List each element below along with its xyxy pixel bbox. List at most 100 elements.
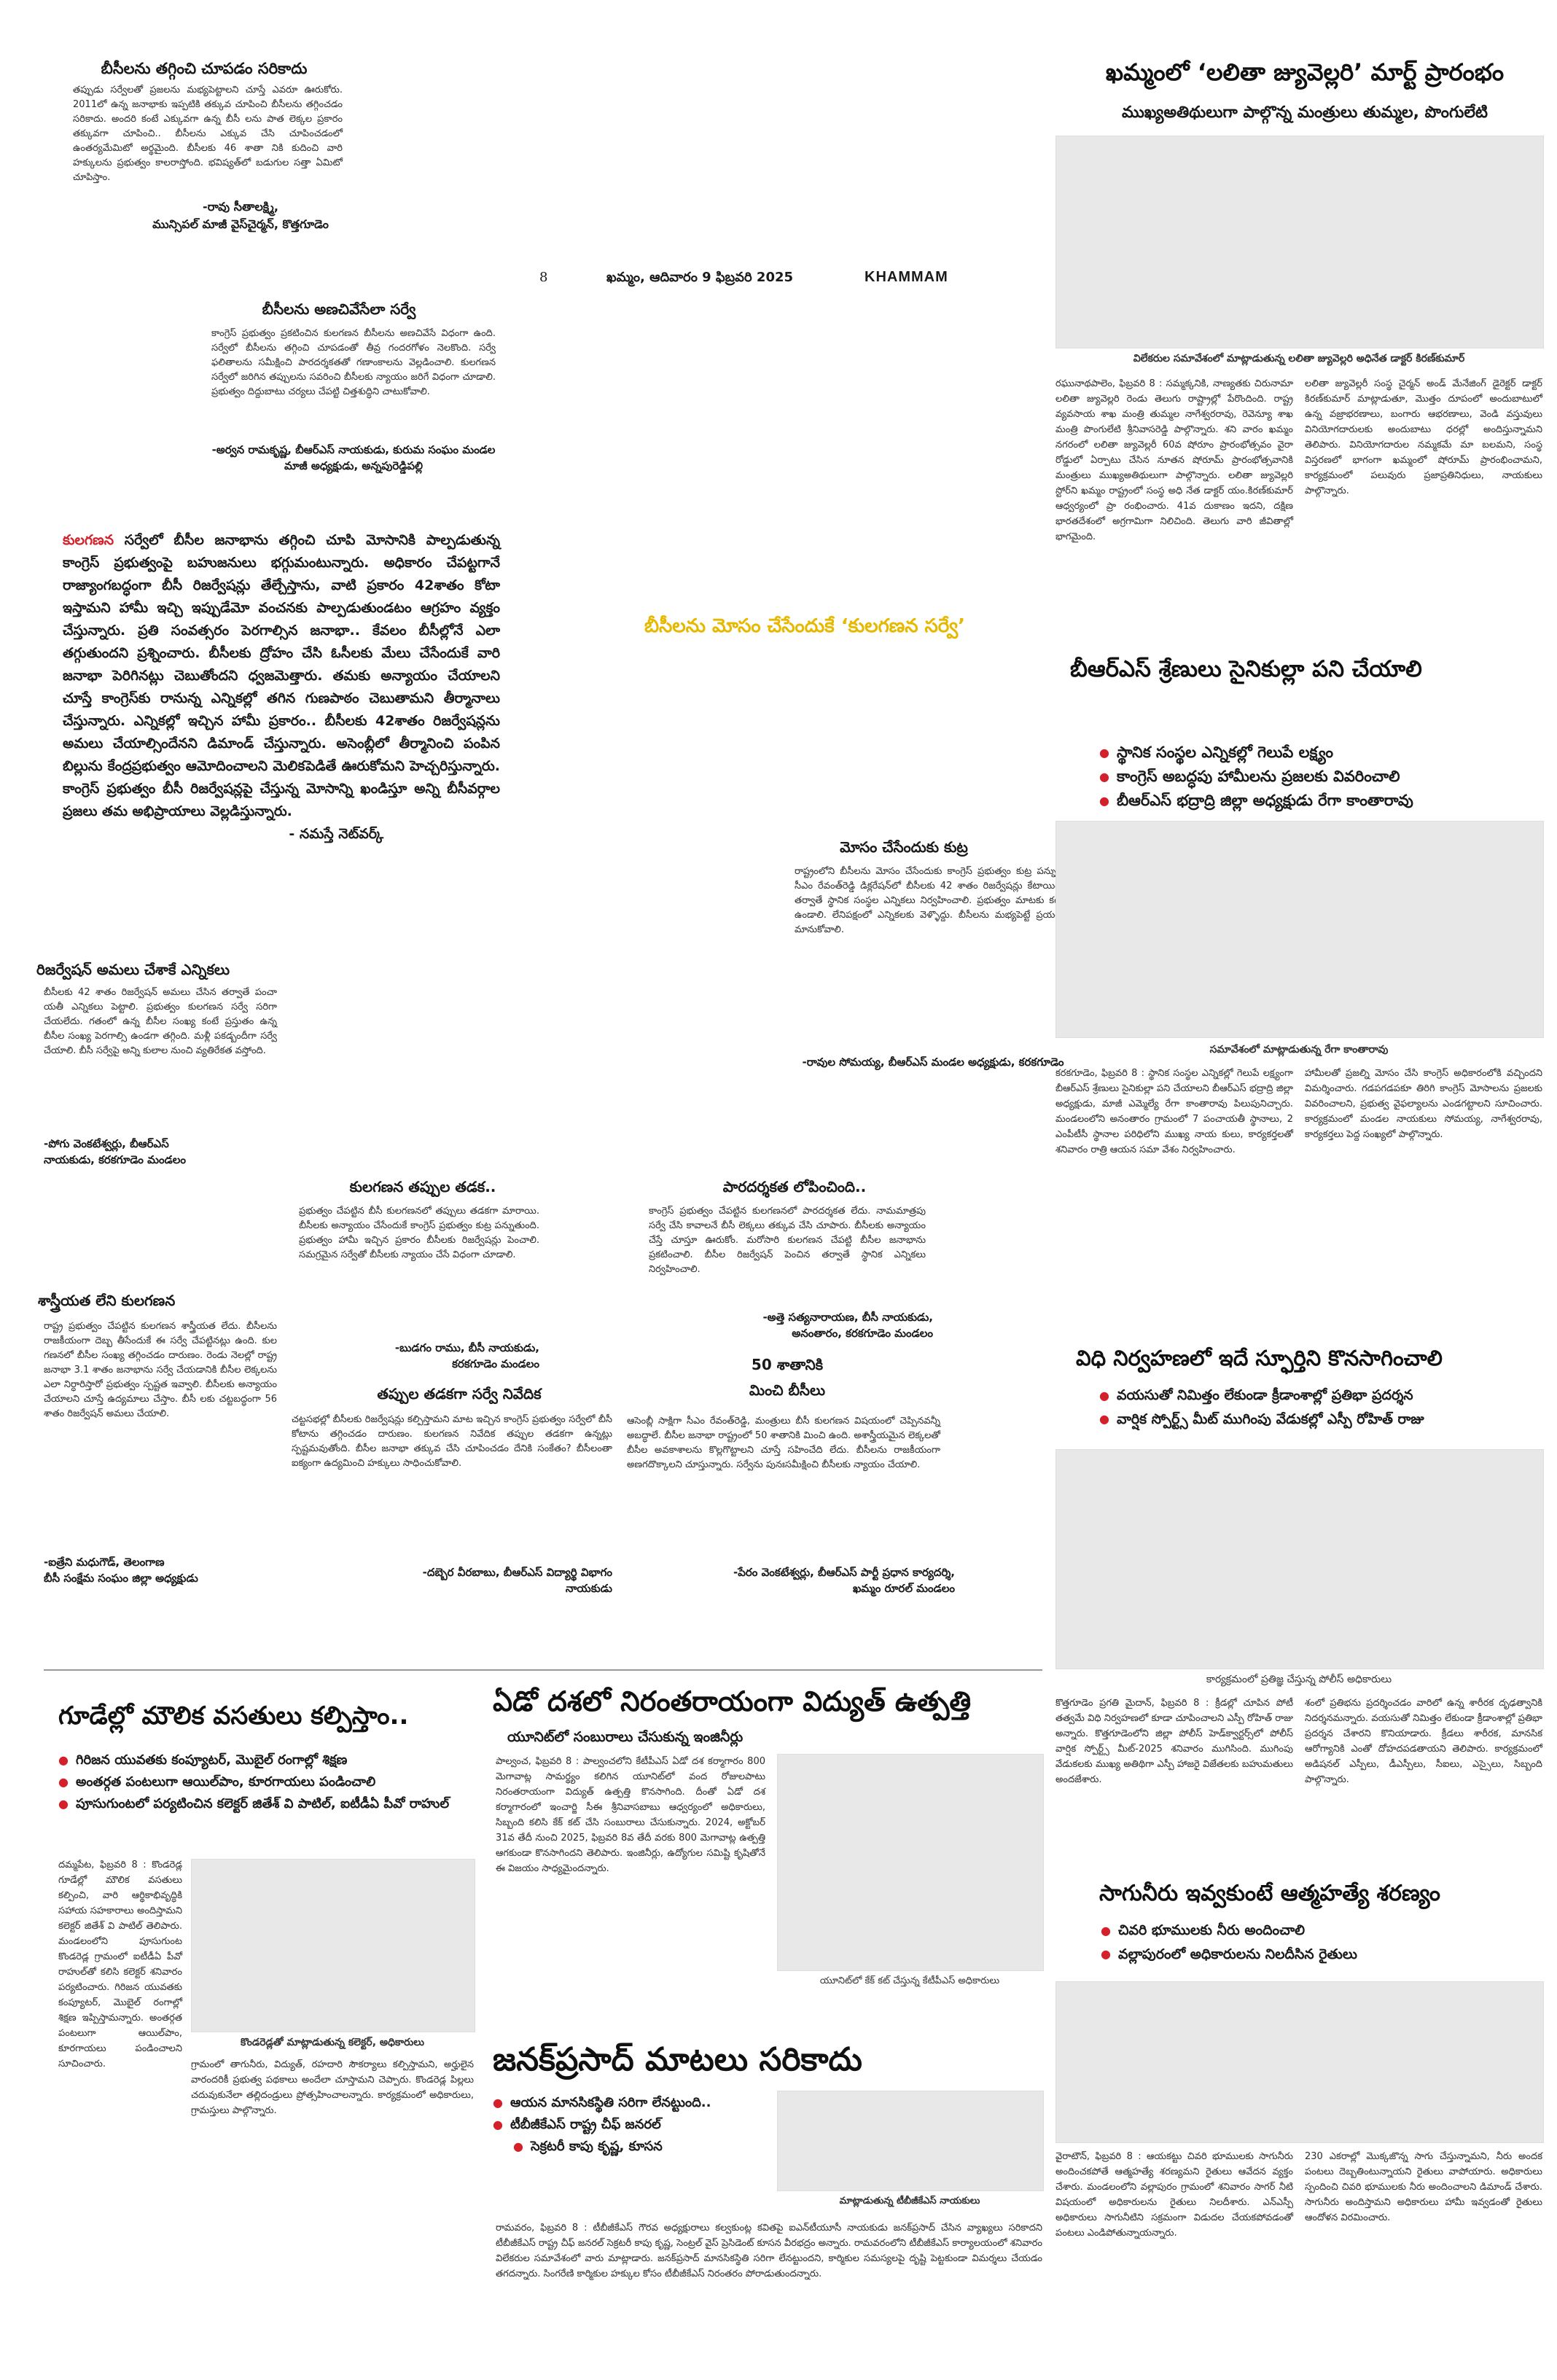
- vidhi-headline: విధి నిర్వహణలో ఇదే స్ఫూర్తిని కొనసాగించా…: [1076, 1346, 1443, 1370]
- page-number: 8: [539, 270, 548, 285]
- janak-bullet-sub: సెక్రటరీ కాపు కృష్ణ, కూసన: [493, 2136, 770, 2158]
- saguneeru-bullet: వల్లాపురంలో అధికారులను నిలదీసిన రైతులు: [1101, 1943, 1545, 1967]
- letter-tappula-body: ప్రభుత్వం చేపట్టిన బీసీ కులగణనలో తప్పులు…: [299, 1206, 539, 1260]
- vidyut-headline: ఏడో దశలో నిరంతరాయంగా విద్యుత్ ఉత్పత్తి: [493, 1685, 972, 1717]
- saguneeru-photo: [1055, 1981, 1544, 2143]
- letter-rizarvation-sign-role: నాయకుడు, కరకగూడెం మండలం: [44, 1153, 186, 1166]
- bottom-divider: [44, 1669, 1042, 1671]
- saguneeru-bullet: చివరి భూములకు నీరు అందించాలి: [1101, 1919, 1545, 1943]
- kulaganana-body: సర్వేలో బీసీల జనాభాను తగ్గించి చూపి మోసా…: [63, 532, 500, 819]
- letter-shastriya-sign-role: బీసీ సంక్షేమ సంఘం జిల్లా అధ్యక్షుడు: [44, 1572, 198, 1585]
- letter-paradarshakata-sign: -అత్తె సత్యనారాయణ, బీసీ నాయకుడు, అనంతారం…: [641, 1309, 933, 1341]
- letter-yabhai-title: 50 శాతానికి మించి బీసీలు: [641, 1356, 933, 1402]
- letter-paradarshakata-body: కాంగ్రెస్ ప్రభుత్వం చేపట్టిన కులగణనలో పా…: [649, 1206, 926, 1275]
- letter-mosam-sign: -రావుల సోమయ్య, బీఆర్‌ఎస్ మండల అధ్యక్షుడు…: [802, 1056, 1064, 1069]
- vidyut-body: పాల్వంచ, ఫిబ్రవరి 8 : పాల్వంచలోని కేటీపీ…: [496, 1756, 765, 1874]
- brs-bullet: కాంగ్రెస్ అబద్ధపు హామీలను ప్రజలకు వివరిం…: [1099, 765, 1551, 789]
- letter-nivedika-title: తప్పుల తడకగా సర్వే నివేదిక: [377, 1385, 542, 1402]
- vidhi-bullet: వయసుతో నిమిత్తం లేకుండా క్రీడాంశాల్లో ప్…: [1099, 1384, 1551, 1408]
- gudem-bullet: పూసుగుంటలో పర్యటించిన కలెక్టర్ జితేశ్ వి…: [58, 1793, 474, 1815]
- letter-top-sign-role: మున్సిపల్ మాజీ వైస్‌చైర్మన్, కొత్తగూడెం: [152, 217, 329, 231]
- vidhi-bullet: వార్షిక స్పోర్ట్స్ మీట్ ముగింపు వేడుకల్ల…: [1099, 1408, 1551, 1432]
- brs-bullets: స్థానిక సంస్థల ఎన్నికల్లో గెలుపే లక్ష్యం…: [1099, 741, 1551, 813]
- letter-mosam-body: రాష్ట్రంలోని బీసీలను మోసం చేసేందుకు కాంగ…: [795, 866, 1079, 935]
- letter-paradarshakata-title: పారదర్శకత లోపించింది..: [722, 1178, 867, 1195]
- letter-top-sign: -రావు సీతాలక్ష్మి, మున్సిపల్ మాజీ వైస్‌చ…: [73, 198, 343, 233]
- letter-yabhai-sign-name: -పేరం వెంకటేశ్వర్లు, బీఆర్‌ఎస్ పార్టీ ప్…: [733, 1566, 955, 1579]
- page-section: KHAMMAM: [865, 269, 948, 285]
- lalitha-caption: విలేకరుల సమావేశంలో మాట్లాడుతున్న లలితా జ…: [1133, 353, 1465, 364]
- letter-shastriya-sign: -ఐత్రేని మధుగౌడ్, తెలంగాణ బీసీ సంక్షేమ స…: [44, 1554, 284, 1586]
- letter-nivedika-sign-name: -దబ్బెర వీరబాబు, బీఆర్‌ఎస్ విద్యార్థి వి…: [422, 1566, 612, 1579]
- brs-col1: కరకగూడెం, ఫిబ్రవరి 8 : స్థానిక సంస్థల ఎన…: [1055, 1068, 1293, 1155]
- brs-headline: బీఆర్‌ఎస్ శ్రేణులు సైనికుల్లా పని చేయాలి: [1070, 656, 1422, 682]
- letter-shastriya-body: రాష్ట్ర ప్రభుత్వం చేపట్టిన కులగణన శాస్త్…: [44, 1321, 277, 1419]
- brs-photo: [1055, 821, 1544, 1038]
- letter-anachi-body: కాంగ్రెస్ ప్రభుత్వం ప్రకటించిన కులగణన బీ…: [211, 328, 496, 397]
- letter-mosam-title: మోసం చేసేందుకు కుట్ర: [840, 838, 968, 856]
- letter-yabhai-body: ఆసెంబ్లీ సాక్షిగా సీఎం రేవంత్‌రెడ్డి, మం…: [627, 1416, 940, 1470]
- letter-shastriya-title: శాస్త్రీయత లేని కులగణన: [38, 1292, 176, 1309]
- gudem-body2: గ్రామంలో తాగునీరు, విద్యుత్, రహదారి సౌకర…: [191, 2059, 474, 2116]
- lalitha-subhead: ముఖ్యఅతిథులుగా పాల్గొన్న మంత్రులు తుమ్మల…: [1122, 104, 1488, 122]
- letter-top-sign-name: -రావు సీతాలక్ష్మి,: [203, 200, 278, 214]
- letter-yabhai-sign: -పేరం వెంకటేశ్వర్లు, బీఆర్‌ఎస్ పార్టీ ప్…: [612, 1564, 955, 1596]
- letter-tappula-title: కులగణన తప్పుల తడక..: [349, 1178, 496, 1195]
- letter-paradarshakata-sign-role: అనంతారం, కరకగూడెం మండలం: [792, 1327, 933, 1340]
- letter-yabhai-title-2: మించి బీసీలు: [749, 1381, 826, 1399]
- gudem-caption: కొండరెడ్లతో మాట్లాడుతున్న కలెక్టర్, అధిక…: [240, 2037, 425, 2048]
- page-header: 8 ఖమ్మం, ఆదివారం 9 ఫిబ్రవరి 2025 KHAMMAM: [539, 267, 1021, 289]
- saguneeru-headline: సాగునీరు ఇవ్వకుంటే ఆత్మహత్యే శరణ్యం: [1099, 1881, 1441, 1906]
- gudem-photo: [191, 1859, 475, 2032]
- letter-paradarshakata-sign-name: -అత్తె సత్యనారాయణ, బీసీ నాయకుడు,: [762, 1311, 933, 1324]
- lalitha-col1: రఘునాథపాలెం, ఫిబ్రవరి 8 : సమ్మక్కనికి, న…: [1055, 378, 1293, 542]
- page-dateline: ఖమ్మం, ఆదివారం 9 ఫిబ్రవరి 2025: [606, 270, 794, 285]
- janak-headline: జనక్‌ప్రసాద్ మాటలు సరికాదు: [493, 2041, 862, 2078]
- gudem-headline: గూడేల్లో మౌలిక వసతులు కల్పిస్తాం..: [58, 1701, 409, 1731]
- janak-body: రామవరం, ఫిబ్రవరి 8 : టీబీజీకేఎస్ గౌరవ అధ…: [496, 2223, 1042, 2279]
- saguneeru-bullets: చివరి భూములకు నీరు అందించాలి వల్లాపురంలో…: [1101, 1919, 1545, 1966]
- janak-photo: [777, 2091, 1044, 2191]
- letter-rizarvation-body: బీసీలకు 42 శాతం రిజర్వేషన్ అమలు చేసిన తర…: [44, 987, 277, 1056]
- janak-bullets: ఆయన మానసికస్థితి సరిగా లేనట్టుంది.. టీబీ…: [493, 2092, 770, 2158]
- police-photo: [1055, 1449, 1544, 1669]
- kulaganana-article: కులగణన సర్వేలో బీసీల జనాభాను తగ్గించి చూ…: [63, 529, 500, 846]
- lalitha-headline: ఖమ్మంలో ‘లలితా జ్యువెల్లరి’ మార్ట్ ప్రార…: [1105, 58, 1505, 86]
- letter-anachi-title: బీసీలను అణచివేసేలా సర్వే: [262, 300, 416, 318]
- letter-anachi-sign: -అర్వన రామకృష్ణ, బీఆర్‌ఎస్ నాయకుడు, కురు…: [211, 443, 496, 472]
- letter-rizarvation-sign: -పోగు వెంకటేశ్వర్లు, బీఆర్‌ఎస్ నాయకుడు, …: [44, 1136, 284, 1168]
- gudem-bullet: గిరిజన యువతకు కంప్యూటర్, మొబైల్ రంగాల్లో…: [58, 1749, 474, 1771]
- letter-top-title: బీసీలను తగ్గించి చూపడం సరికాదు: [101, 60, 308, 77]
- vidhi-bullets: వయసుతో నిమిత్తం లేకుండా క్రీడాంశాల్లో ప్…: [1099, 1384, 1551, 1431]
- police-col2: శంలో ప్రతిభను ప్రదర్శించడం వారిలో ఉన్న శ…: [1305, 1698, 1542, 1785]
- letter-top-body: తప్పుడు సర్వేలతో ప్రజలను మభ్యపెట్టాలని చ…: [73, 85, 343, 183]
- vidyut-photo: [777, 1754, 1044, 1971]
- center-quote: బీసీలను మోసం చేసేందుకే ‘కులగణన సర్వే’: [644, 615, 965, 637]
- lalitha-col2: లలితా జ్యువెల్లరీ సంస్థ చైర్మన్ అండ్ మేన…: [1305, 378, 1542, 496]
- letter-rizarvation-title: రిజర్వేషన్ అమలు చేశాకే ఎన్నికలు: [36, 961, 230, 978]
- kulaganana-lead: కులగణన: [63, 532, 114, 548]
- letter-rizarvation-sign-name: -పోగు వెంకటేశ్వర్లు, బీఆర్‌ఎస్: [44, 1137, 169, 1150]
- brs-col2: హామీలతో ప్రజల్ని మోసం చేసి కాంగ్రెస్ అధి…: [1305, 1068, 1542, 1140]
- saguneeru-col2: 230 ఎకరాల్లో మొక్కజొన్న సాగు చేస్తున్నామ…: [1305, 2151, 1542, 2223]
- letter-nivedika-body: చట్టసభల్లో బీసీలకు రిజర్వేషన్లు కల్పిస్త…: [292, 1414, 612, 1469]
- brs-bullet: బీఆర్‌ఎస్ భద్రాద్రి జిల్లా అధ్యక్షుడు రే…: [1099, 789, 1551, 813]
- kulaganana-sign: - నమస్తే నెట్‌వర్క్: [289, 826, 383, 842]
- police-col1: కొత్తగూడెం ప్రగతి మైదాన్, ఫిబ్రవరి 8 : క…: [1055, 1698, 1293, 1785]
- brs-caption: సమావేశంలో మాట్లాడుతున్న రేగా కాంతారావు: [1209, 1044, 1389, 1056]
- letter-tappula-sign-role: కరకగూడెం మండలం: [452, 1357, 539, 1370]
- letter-tappula-sign-name: -బుడగం రాము, బీసీ నాయకుడు,: [394, 1341, 539, 1354]
- brs-bullet: స్థానిక సంస్థల ఎన్నికల్లో గెలుపే లక్ష్యం: [1099, 741, 1551, 765]
- letter-nivedika-sign: -దబ్బెర వీరబాబు, బీఆర్‌ఎస్ విద్యార్థి వి…: [292, 1564, 612, 1596]
- letter-tappula-sign: -బుడగం రాము, బీసీ నాయకుడు, కరకగూడెం మండల…: [299, 1340, 539, 1372]
- janak-caption: మాట్లాడుతున్న టీబీజీకేఎస్ నాయకులు: [839, 2196, 980, 2207]
- gudem-bullet: అంతర్గత పంటలుగా ఆయిల్‌పాం, కూరగాయలు పండి…: [58, 1771, 474, 1793]
- letter-shastriya-sign-name: -ఐత్రేని మధుగౌడ్, తెలంగాణ: [44, 1556, 165, 1569]
- lalitha-photo: [1055, 136, 1544, 348]
- janak-bullet: టీబీజీకేఎస్ రాష్ట్ర చీఫ్ జనరల్: [493, 2114, 770, 2136]
- saguneeru-col1: వైరాటౌన్, ఫిబ్రవరి 8 : ఆయకట్టు చివరి భూమ…: [1055, 2151, 1293, 2239]
- gudem-bullets: గిరిజన యువతకు కంప్యూటర్, మొబైల్ రంగాల్లో…: [58, 1749, 474, 1815]
- gudem-body: దమ్మపేట, ఫిబ్రవరి 8 : కొండరెడ్ల గూడేల్లో…: [58, 1860, 182, 2069]
- letter-nivedika-sign-role: నాయకుడు: [565, 1582, 612, 1595]
- vidyut-caption: యూనిట్‌లో కేక్ కట్ చేస్తున్న కేటీపీఎస్ అ…: [819, 1975, 1000, 1986]
